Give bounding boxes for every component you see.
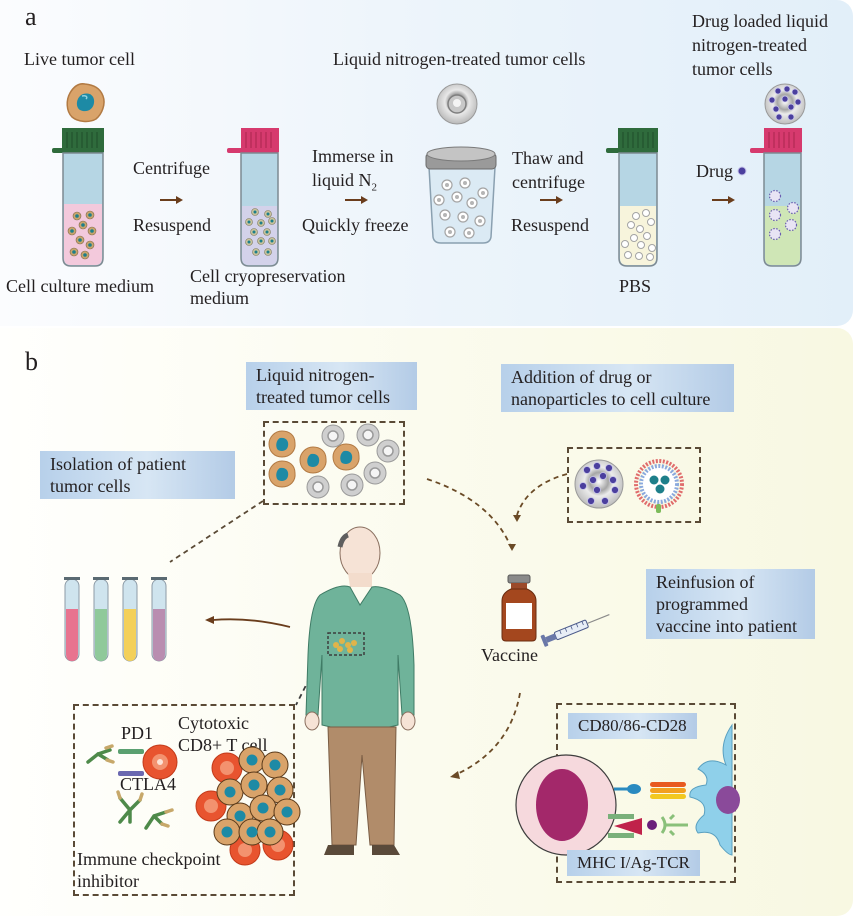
checkpoint-inhibitor-line2: inhibitor bbox=[77, 871, 139, 891]
arrowhead-down-icon bbox=[513, 515, 521, 522]
syringe-icon bbox=[540, 613, 610, 647]
mhc-label: MHC I/Ag-TCR bbox=[577, 853, 690, 872]
mhc-label-box: MHC I/Ag-TCR bbox=[567, 850, 700, 876]
live-tumor-cell-label: Live tumor cell bbox=[24, 49, 135, 69]
checkpoint-inhibitor-line1: Immune checkpoint bbox=[77, 849, 221, 869]
step-centrifuge2-label: centrifuge bbox=[512, 172, 585, 192]
arrow-right-icon bbox=[345, 196, 368, 204]
ln-treated-cell-icon bbox=[436, 83, 478, 125]
step-thaw-label: Thaw and bbox=[512, 148, 584, 168]
ln-treated-title: Liquid nitrogen-treated tumor cells bbox=[333, 49, 586, 69]
dashed-connector-np-to-vaccine bbox=[516, 473, 568, 516]
sample-tube-3 bbox=[122, 577, 138, 662]
dashed-connector-vaccine-to-patient bbox=[454, 692, 521, 776]
liquid-n-text: liquid N bbox=[312, 170, 372, 190]
cell-culture-medium-label: Cell culture medium bbox=[6, 276, 154, 296]
arrow-right-icon bbox=[540, 196, 563, 204]
step-liquid-n2-label: liquid N2 bbox=[312, 169, 377, 199]
dashed-connector-ln-to-vaccine bbox=[426, 478, 511, 546]
sample-tube-2 bbox=[93, 577, 109, 662]
drug-loaded-label-line3: tumor cells bbox=[692, 59, 773, 79]
step-resuspend-label: Resuspend bbox=[133, 215, 211, 235]
drug-loaded-tube-icon bbox=[750, 128, 802, 267]
cryo-medium-label-line2: medium bbox=[190, 288, 249, 308]
synapse-illustration bbox=[515, 723, 740, 856]
arrow-patient-to-tubes bbox=[212, 618, 291, 628]
pd1-label: PD1 bbox=[121, 723, 154, 743]
panel-a-letter: a bbox=[25, 2, 37, 31]
checkpoint-dashed-box bbox=[73, 704, 295, 896]
pbs-label: PBS bbox=[619, 276, 652, 296]
reinfusion-line2: programmed bbox=[656, 594, 748, 614]
reinfusion-label-box: Reinfusion of programmed vaccine into pa… bbox=[646, 569, 815, 639]
freezing-jar-icon bbox=[425, 146, 497, 244]
cd80-label-box: CD80/86-CD28 bbox=[568, 713, 697, 739]
pbs-tube-icon bbox=[606, 128, 658, 267]
sample-tube-1 bbox=[64, 577, 80, 662]
drug-loaded-cell-icon bbox=[764, 83, 806, 125]
ln-cells-cluster-icon bbox=[268, 423, 400, 499]
drug-loaded-label-line2: nitrogen-treated bbox=[692, 35, 807, 55]
step-immerse-label: Immerse in bbox=[312, 146, 394, 166]
addition-line1: Addition of drug or bbox=[511, 367, 652, 387]
arrowhead-left-icon bbox=[205, 616, 214, 624]
cytotoxic-label-line1: Cytotoxic bbox=[178, 713, 249, 733]
patient-sample-tubes bbox=[64, 577, 167, 662]
addition-label-box: Addition of drug or nanoparticles to cel… bbox=[501, 364, 734, 412]
nanoparticles-icon bbox=[574, 459, 684, 513]
arrowhead-left-icon bbox=[450, 771, 460, 779]
live-tumor-cell-icon bbox=[66, 83, 105, 123]
sample-tube-4 bbox=[151, 577, 167, 662]
n2-subscript: 2 bbox=[371, 181, 378, 194]
addition-line2: nanoparticles to cell culture bbox=[511, 389, 711, 409]
vaccine-vial-icon bbox=[501, 574, 537, 642]
cryo-tube-icon bbox=[227, 128, 279, 267]
patient-figure-icon bbox=[304, 526, 416, 855]
ln-treated-cells-line1: Liquid nitrogen- bbox=[256, 365, 375, 385]
isolation-line1: Isolation of patient bbox=[50, 454, 186, 474]
tumor-cells bbox=[268, 430, 360, 488]
ln-cells-dashed-box bbox=[263, 421, 405, 505]
cryo-medium-label-line1: Cell cryopreservation bbox=[190, 266, 346, 286]
arrow-right-icon bbox=[160, 196, 183, 204]
reinfusion-line1: Reinfusion of bbox=[656, 572, 755, 592]
dashed-connector-ln-to-tubes bbox=[169, 500, 264, 563]
antibody-icon bbox=[86, 744, 115, 764]
reinfusion-line3: vaccine into patient bbox=[656, 616, 797, 636]
ln-treated-cells-label-box: Liquid nitrogen- treated tumor cells bbox=[246, 362, 417, 410]
arrowhead-down-icon bbox=[508, 544, 516, 551]
ln-treated-cells-line2: treated tumor cells bbox=[256, 387, 390, 407]
nanoparticles-dashed-box bbox=[567, 447, 701, 523]
cd80-label: CD80/86-CD28 bbox=[578, 716, 687, 735]
step-quickly-freeze-label: Quickly freeze bbox=[302, 215, 409, 235]
drug-label: Drug bbox=[696, 161, 733, 181]
drug-particle-icon bbox=[737, 166, 747, 176]
drug-loaded-label-line1: Drug loaded liquid bbox=[692, 11, 828, 31]
isolation-label-box: Isolation of patient tumor cells bbox=[40, 451, 235, 499]
arrow-right-icon bbox=[712, 196, 735, 204]
step-resuspend2-label: Resuspend bbox=[511, 215, 589, 235]
vaccine-label: Vaccine bbox=[481, 645, 538, 665]
isolation-line2: tumor cells bbox=[50, 476, 131, 496]
panel-b-letter: b bbox=[25, 347, 38, 376]
step-centrifuge-label: Centrifuge bbox=[133, 158, 210, 178]
culture-tube-icon bbox=[52, 128, 104, 267]
checkpoint-illustration bbox=[86, 744, 301, 866]
